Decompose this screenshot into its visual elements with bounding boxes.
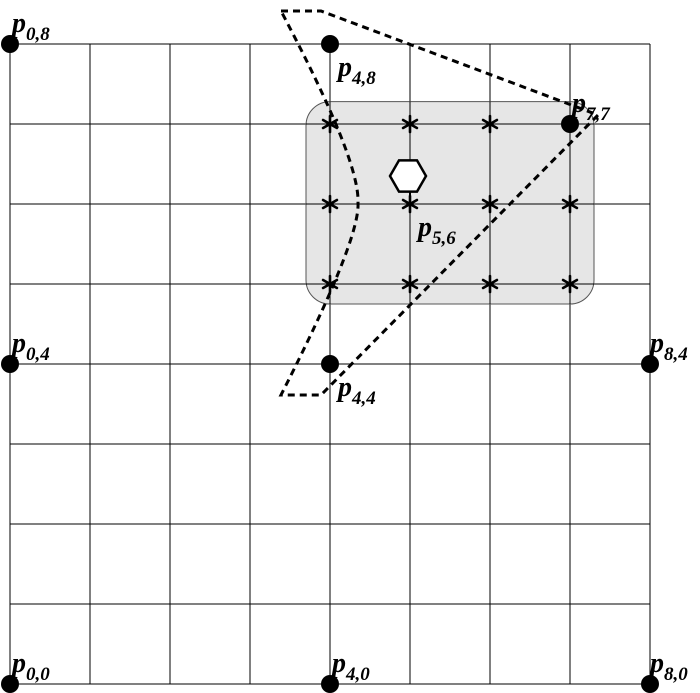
point-label-p00: p0,0 (10, 648, 50, 685)
point-marker-p04 (1, 355, 19, 373)
highlight-rect (305, 101, 595, 305)
star-marker (561, 194, 579, 214)
dashed-region (278, 9, 601, 397)
dashed-outline (278, 9, 601, 397)
star-marker (401, 114, 419, 134)
point-label-p08: p0,8 (10, 8, 50, 45)
star-marker (321, 274, 339, 294)
point-label-p48: p4,8 (336, 52, 376, 89)
point-label-p77: p7,7 (570, 88, 611, 125)
point-label-p04: p0,4 (10, 328, 50, 365)
hexagon-marker (388, 159, 428, 193)
point-label-p44: p4,4 (336, 372, 376, 409)
point-marker-p44 (321, 355, 339, 373)
point-marker-p77 (561, 115, 579, 133)
point-marker-p80 (641, 675, 659, 693)
point-label-p80: p8,0 (648, 648, 688, 685)
point-marker-p08 (1, 35, 19, 53)
point-label-p84: p8,4 (648, 328, 688, 365)
star-marker (481, 274, 499, 294)
point-label-p40: p4,0 (330, 648, 370, 685)
star-marker (321, 194, 339, 214)
point-label-p56: p5,6 (416, 212, 456, 249)
star-marker (321, 114, 339, 134)
point-marker-p48 (321, 35, 339, 53)
point-marker-p00 (1, 675, 19, 693)
point-labels: p0,0 p4,0 p8,0 p0,4 p4,4 p8,4 p0,8 p4,8 p7,7 p5,6 (10, 8, 688, 685)
highlight-region (305, 101, 595, 305)
point-marker-p40 (321, 675, 339, 693)
star-marker (561, 274, 579, 294)
star-marker (401, 274, 419, 294)
point-marker-p84 (641, 355, 659, 373)
star-marker (481, 194, 499, 214)
star-marker (481, 114, 499, 134)
labeled-points (1, 35, 659, 693)
